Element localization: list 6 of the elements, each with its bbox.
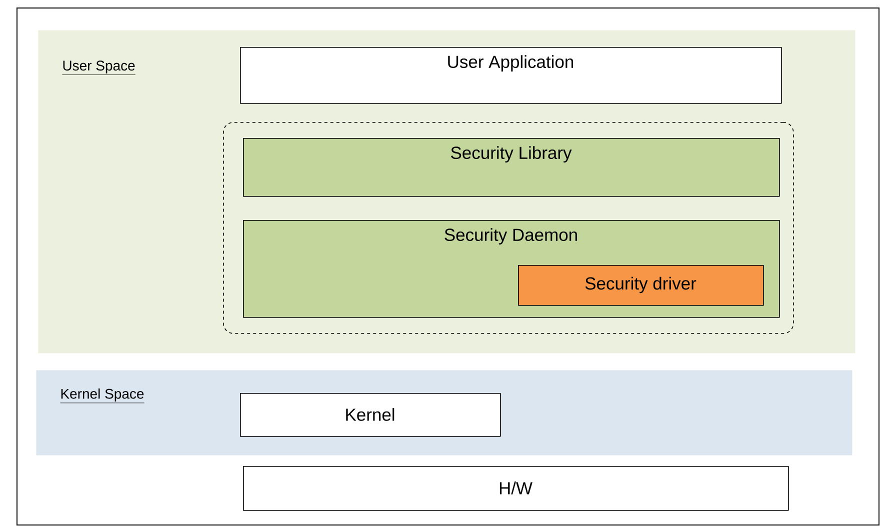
process-box: Kernel: [240, 393, 501, 437]
process-box: H/W: [243, 466, 789, 511]
group-box: [223, 122, 794, 334]
process-box: Security Library: [243, 138, 780, 197]
process-box: User Application: [240, 47, 782, 104]
process-box: Security driver: [518, 265, 764, 306]
